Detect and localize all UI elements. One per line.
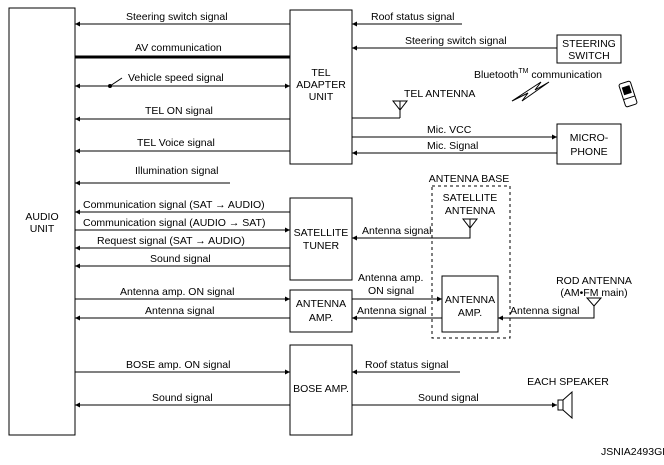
tel-adapter-unit-block [289, 9, 353, 165]
rod-antenna-label-1: ROD ANTENNA [556, 275, 632, 287]
microphone-block [556, 123, 622, 165]
request-sat-audio-label: Request signal (SAT → AUDIO) [97, 235, 245, 247]
av-communication-label: AV communication [135, 42, 222, 54]
satellite-tuner-label-1: SATELLITE [294, 227, 349, 239]
roof-status-signal-bose-label: Roof status signal [365, 359, 448, 371]
antenna-signal-left-label: Antenna signal [145, 305, 214, 317]
antenna-signal-sat-label: Antenna signal [362, 225, 431, 237]
sound-signal-bose-left-label: Sound signal [152, 392, 213, 404]
antenna-amp-left-block [289, 289, 353, 333]
bluetooth-lightning-icon [511, 81, 550, 102]
mobile-phone-icon [618, 80, 638, 108]
roof-status-signal-tel-label: Roof status signal [371, 11, 454, 23]
audio-unit-block [8, 7, 76, 436]
steering-switch-signal-left-label: Steering switch signal [126, 11, 228, 23]
speaker-icon [557, 390, 573, 420]
illumination-signal-label: Illumination signal [135, 165, 218, 177]
antenna-base-box [431, 185, 511, 339]
comm-sat-audio-label: Communication signal (SAT → AUDIO) [83, 199, 265, 211]
steering-switch-label-2: SWITCH [568, 50, 609, 62]
mic-signal-label: Mic. Signal [427, 140, 478, 152]
satellite-antenna-label-2: ANTENNA [445, 205, 495, 217]
bluetooth-label: BluetoothTM communication [474, 68, 602, 81]
audio-unit-label-1: AUDIO [25, 211, 58, 223]
audio-unit-label-2: UNIT [30, 223, 55, 235]
antenna-amp-on-mid-label-2: ON signal [368, 285, 414, 297]
bluetooth-label-main: Bluetooth [474, 69, 519, 81]
tel-adapter-label-3: UNIT [309, 91, 334, 103]
antenna-amp-on-left-label: Antenna amp. ON signal [120, 286, 234, 298]
sound-signal-sat-label: Sound signal [150, 253, 211, 265]
sound-signal-bose-right-label: Sound signal [418, 392, 479, 404]
mic-vcc-label: Mic. VCC [427, 124, 472, 136]
tel-antenna-icon [352, 100, 409, 119]
antenna-amp-right-block [441, 275, 499, 333]
antenna-amp-right-label-1: ANTENNA [445, 294, 495, 306]
tel-voice-signal-label: TEL Voice signal [137, 137, 215, 149]
diagram-code: JSNIA2493GB [601, 446, 664, 458]
tel-adapter-label-1: TEL [311, 67, 330, 79]
rod-antenna-label-2: (AM•FM main) [560, 287, 627, 299]
bose-amp-block [289, 344, 353, 436]
antenna-signal-mid-label: Antenna signal [357, 305, 426, 317]
antenna-base-label: ANTENNA BASE [429, 173, 510, 185]
satellite-tuner-block [289, 197, 353, 281]
satellite-antenna-icon [461, 218, 479, 230]
tel-on-signal-label: TEL ON signal [145, 105, 213, 117]
steering-switch-label-1: STEERING [562, 38, 616, 50]
tel-adapter-label-2: ADAPTER [296, 79, 346, 91]
vehicle-speed-leader [109, 77, 123, 87]
bose-amp-label: BOSE AMP. [293, 383, 349, 395]
bose-amp-on-label: BOSE amp. ON signal [126, 359, 230, 371]
rod-antenna-icon [585, 297, 603, 307]
antenna-amp-on-mid-label-1: Antenna amp. [358, 272, 423, 284]
antenna-amp-right-label-2: AMP. [458, 307, 482, 319]
microphone-label-1: MICRO- [570, 132, 609, 144]
antenna-amp-left-label-2: AMP. [309, 312, 333, 324]
tel-antenna-label: TEL ANTENNA [404, 88, 475, 100]
antenna-signal-right-label: Antenna signal [510, 305, 579, 317]
satellite-tuner-label-2: TUNER [303, 240, 340, 252]
vehicle-speed-label: Vehicle speed signal [128, 72, 224, 84]
bluetooth-label-comm: communication [528, 69, 602, 81]
bluetooth-label-tm: TM [518, 68, 528, 75]
antenna-amp-left-label-1: ANTENNA [296, 298, 346, 310]
satellite-antenna-label-1: SATELLITE [443, 192, 498, 204]
antenna-signal-right-line [498, 306, 595, 321]
antenna-signal-sat-line [352, 230, 471, 241]
each-speaker-label: EACH SPEAKER [527, 376, 609, 388]
comm-audio-sat-label: Communication signal (AUDIO → SAT) [83, 217, 265, 229]
steering-switch-signal-right-label: Steering switch signal [405, 35, 507, 47]
steering-switch-block [556, 34, 622, 64]
microphone-label-2: PHONE [570, 146, 607, 158]
